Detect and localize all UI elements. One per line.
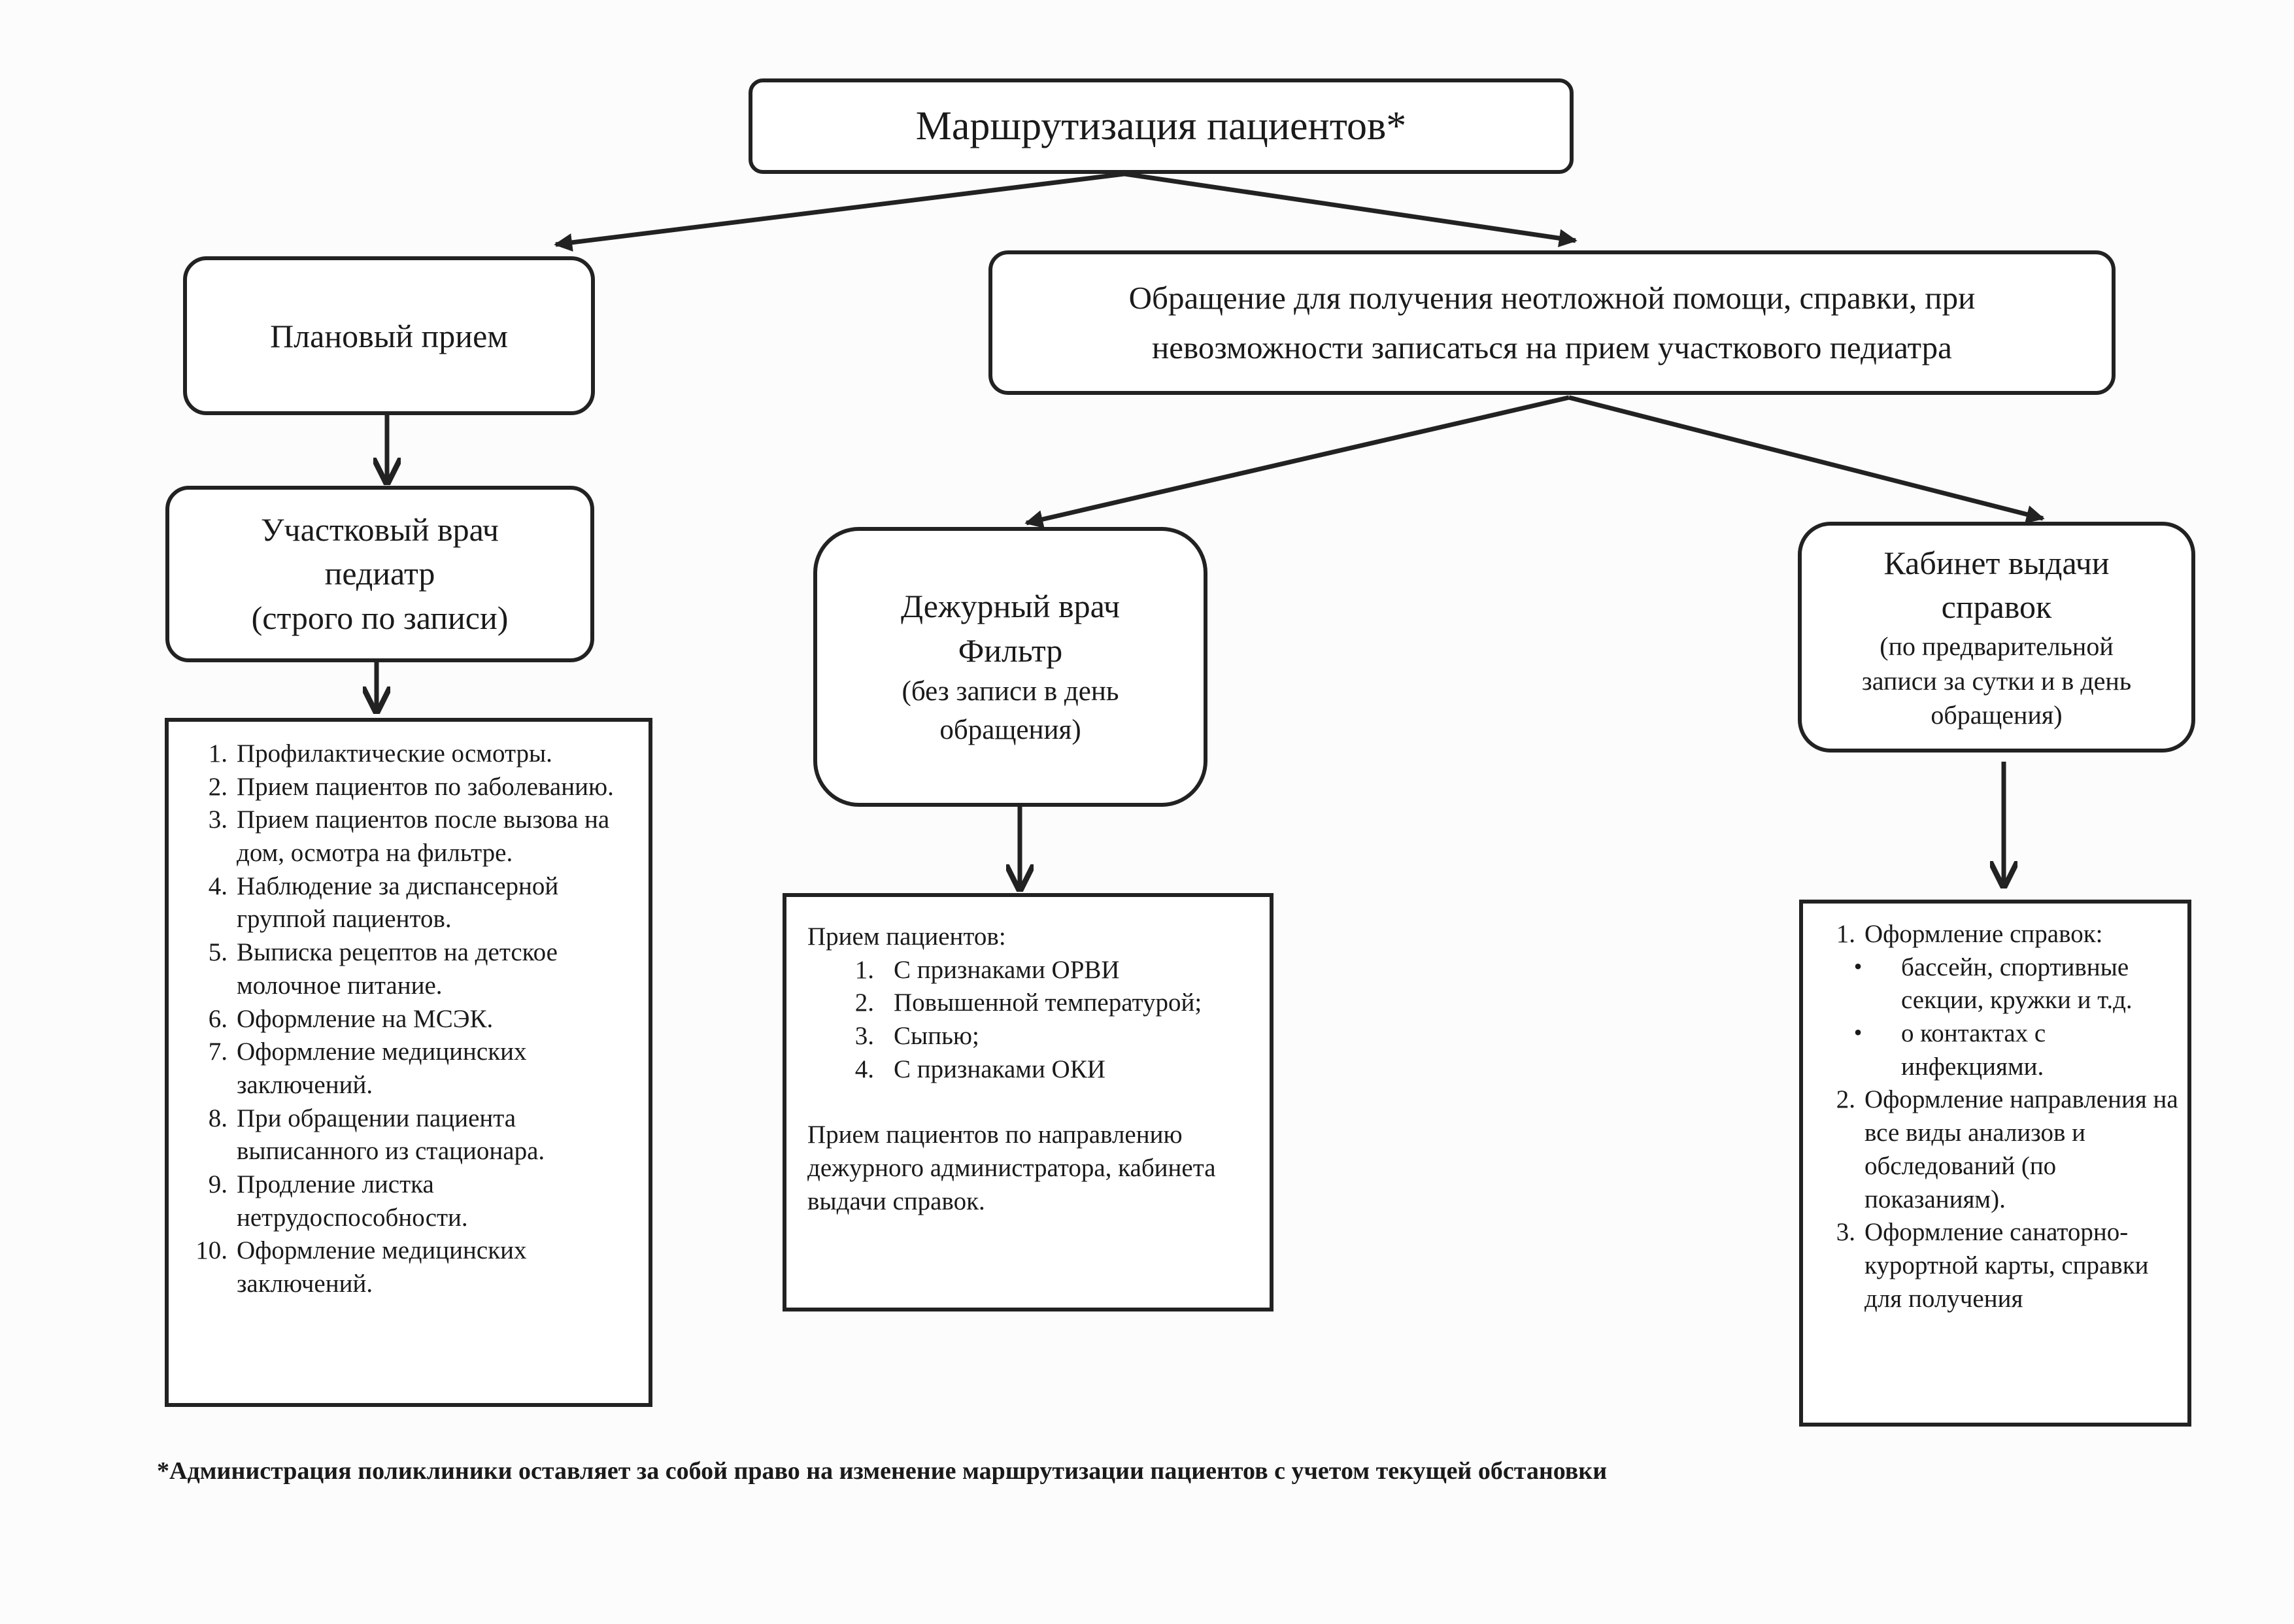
bullet-text: о контактах с инфекциями.: [1901, 1019, 2046, 1081]
list-item-number: 2.: [1836, 1085, 1855, 1114]
list-item-text: Профилактические осмотры.: [237, 739, 552, 768]
list-item-text: Оформление справок:: [1864, 920, 2103, 948]
district-doctor-line2: педиатр: [324, 555, 435, 592]
footnote: *Администрация поликлиники оставляет за …: [157, 1457, 1608, 1485]
certificate-office-line1: Кабинет выдачи: [1883, 544, 2110, 581]
list-item-text: Оформление на МСЭК.: [237, 1004, 494, 1033]
list-item-number: 4.: [208, 871, 228, 900]
list-item-number: 9.: [208, 1170, 228, 1198]
duty-list-heading: Прием пациентов:: [807, 922, 1006, 951]
list-item-text: Выписка рецептов на детское молочное пит…: [237, 938, 558, 1000]
list-item-number: 2.: [854, 989, 874, 1017]
certificate-office-line3: (по предварительной: [1880, 631, 2114, 661]
list-item: 2. Прием пациентов по заболеванию.: [187, 771, 635, 804]
list-item-number: 3.: [854, 1022, 874, 1051]
list-item-number: 6.: [208, 1004, 228, 1033]
list-item-text: Оформление медицинских заключений.: [237, 1038, 527, 1099]
diagram-title: Маршрутизация пациентов*: [915, 103, 1407, 148]
bullet-text: бассейн, спортивные секции, кружки и т.д…: [1901, 953, 2133, 1015]
list-item: 8. При обращении пациента выписанного из …: [187, 1102, 635, 1168]
list-item: 4. С признаками ОКИ: [834, 1053, 1257, 1087]
list-item-text: С признаками ОРВИ: [894, 955, 1120, 984]
list-item-text: Оформление медицинских заключений.: [237, 1236, 527, 1298]
list-item-text: Продление листка нетрудоспособности.: [237, 1170, 468, 1232]
bullet-icon: •: [1853, 953, 1863, 979]
duty-doctor-line2: Фильтр: [958, 632, 1063, 669]
certificate-office-line4: записи за сутки и в день: [1861, 666, 2132, 696]
district-doctor-box: Участковый врач педиатр (строго по запис…: [165, 486, 594, 662]
list-item-number: 2.: [208, 772, 228, 801]
list-item-text: При обращении пациента выписанного из ст…: [237, 1104, 545, 1166]
duty-doctor-line4: обращения): [939, 714, 1081, 745]
arrow-title-to-urgent: [1124, 171, 1577, 248]
district-doctor-line3: (строго по записи): [251, 599, 509, 636]
list-item-number: 7.: [208, 1038, 228, 1066]
list-item: 1. Профилактические осмотры.: [187, 737, 635, 771]
planned-services-list: 1. Профилактические осмотры. 2. Прием паци…: [165, 718, 652, 1407]
list-item: 7. Оформление медицинских заключений.: [187, 1036, 635, 1102]
list-item-number: 1.: [854, 955, 874, 984]
list-item-text: Прием пациентов по заболеванию.: [237, 772, 614, 801]
duty-doctor-line1: Дежурный врач: [900, 588, 1120, 625]
list-item-number: 10.: [195, 1236, 228, 1265]
duty-services-list: Прием пациентов: 1. С признаками ОРВИ 2. П…: [783, 893, 1274, 1311]
list-item: 2. Оформление направления на все виды ана…: [1815, 1083, 2180, 1216]
list-item-text: Оформление санаторно-курортной карты, сп…: [1864, 1218, 2149, 1313]
list-item: 6. Оформление на МСЭК.: [187, 1003, 635, 1036]
urgent-request-line2: невозможности записаться на прием участк…: [1152, 329, 1952, 365]
list-item-text: Сыпью;: [894, 1022, 979, 1051]
list-item: 2. Повышенной температурой;: [834, 987, 1257, 1020]
arrow-title-to-planned: [554, 171, 1125, 252]
certificate-office-line2: справок: [1941, 588, 2052, 626]
list-item-text: Повышенной температурой;: [894, 989, 1202, 1017]
list-item-text: Прием пациентов после вызова на дом, осм…: [237, 805, 610, 868]
planned-visit-label: Плановый прием: [270, 317, 508, 354]
list-item-number: 5.: [208, 938, 228, 967]
duty-list-paragraph: Прием пациентов по направлению дежурного…: [807, 1121, 1216, 1215]
list-item-number: 3.: [1836, 1218, 1855, 1247]
certificate-office-line5: обращения): [1931, 700, 2063, 730]
list-item: 3. Сыпью;: [834, 1020, 1257, 1053]
list-item: 3. Прием пациентов после вызова на дом, о…: [187, 804, 635, 870]
list-item-number: 8.: [208, 1104, 228, 1132]
duty-doctor-line3: (без записи в день: [902, 676, 1119, 707]
arrow-urgent-to-duty: [1024, 395, 1570, 528]
list-item: 5. Выписка рецептов на детское молочное п…: [187, 936, 635, 1002]
list-item-number: 4.: [854, 1055, 874, 1083]
urgent-request-box: Обращение для получения неотложной помощ…: [988, 250, 2116, 395]
list-item: 1. Оформление справок:: [1815, 918, 2180, 951]
urgent-request-line1: Обращение для получения неотложной помощ…: [1128, 279, 1976, 316]
list-item: 4. Наблюдение за диспансерной группой пац…: [187, 870, 635, 936]
list-item-text: С признаками ОКИ: [894, 1055, 1105, 1083]
title-box: Маршрутизация пациентов*: [749, 78, 1574, 174]
bullet-item: • бассейн, спортивные секции, кружки и т.…: [1815, 951, 2180, 1017]
duty-doctor-box: Дежурный врач Фильтр (без записи в день …: [813, 527, 1207, 807]
list-item: 3. Оформление санаторно-курортной карты, …: [1815, 1216, 2180, 1315]
district-doctor-line1: Участковый врач: [261, 511, 499, 548]
list-item-number: 1.: [208, 739, 228, 768]
arrow-urgent-to-cert: [1568, 395, 2045, 524]
bullet-icon: •: [1853, 1019, 1863, 1046]
list-item-text: Наблюдение за диспансерной группой пацие…: [237, 871, 559, 934]
planned-visit-box: Плановый прием: [183, 256, 595, 415]
certificate-services-list: 1. Оформление справок: • бассейн, спортивн…: [1799, 900, 2191, 1427]
list-item: 10. Оформление медицинских заключений.: [187, 1234, 635, 1300]
certificate-office-box: Кабинет выдачи справок (по предварительн…: [1798, 522, 2195, 753]
list-item-number: 3.: [208, 805, 228, 834]
list-item-text: Оформление направления на все виды анали…: [1864, 1085, 2178, 1213]
list-item: 1. С признаками ОРВИ: [834, 954, 1257, 987]
list-item: 9. Продление листка нетрудоспособности.: [187, 1168, 635, 1234]
list-item-number: 1.: [1836, 920, 1855, 948]
bullet-item: • о контактах с инфекциями.: [1815, 1017, 2180, 1083]
